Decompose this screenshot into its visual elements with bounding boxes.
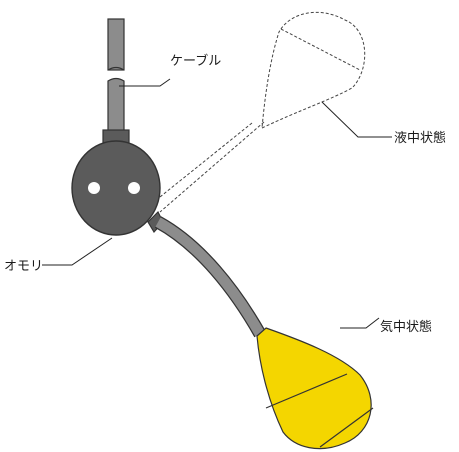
cable-top (107, 18, 125, 71)
cable-middle (107, 77, 125, 132)
weight (71, 129, 164, 236)
weight-label: オモリ (4, 259, 43, 274)
float-air-state (256, 327, 374, 450)
weight-hole-right (128, 182, 140, 194)
cable-leader (119, 78, 171, 87)
liquid-state-leader (321, 101, 392, 138)
weight-hole-left (88, 182, 100, 194)
cable-label: ケーブル (170, 53, 221, 69)
leader-lines (42, 78, 392, 329)
liquid-state-label: 液中状態 (394, 130, 446, 146)
cable-to-float (154, 216, 266, 338)
weight-leader (42, 237, 113, 266)
air-state-label: 気中状態 (380, 319, 432, 335)
liquid-state-outline (149, 11, 366, 213)
air-state-leader (340, 317, 380, 329)
